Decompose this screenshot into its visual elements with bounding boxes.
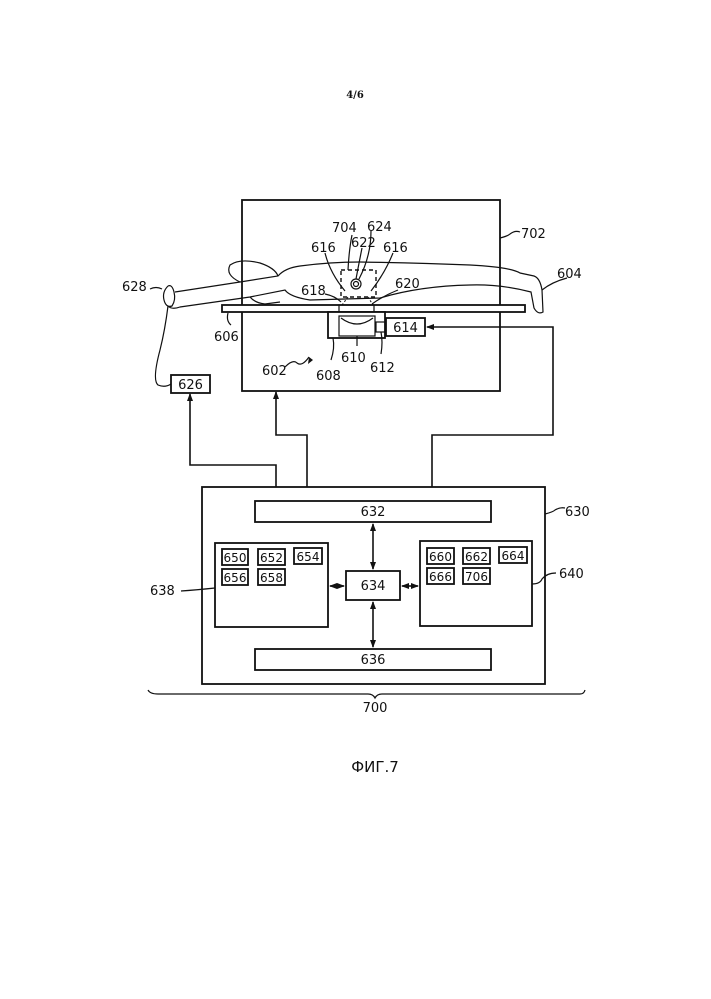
label-666: 666	[429, 570, 452, 584]
label-638: 638	[150, 584, 175, 599]
label-704: 704	[332, 221, 357, 236]
label-636: 636	[361, 653, 386, 668]
label-652: 652	[260, 551, 283, 565]
label-616-right: 616	[383, 241, 408, 256]
label-608: 608	[316, 369, 341, 384]
label-620: 620	[395, 277, 420, 292]
leader-702	[500, 231, 520, 238]
label-604: 604	[557, 267, 582, 282]
device-cable	[155, 306, 171, 386]
label-602: 602	[262, 364, 287, 379]
label-624: 624	[367, 220, 392, 235]
label-610: 610	[341, 351, 366, 366]
leader-630	[545, 508, 565, 514]
label-634: 634	[361, 579, 386, 594]
figure-caption: ФИГ.7	[351, 758, 399, 776]
label-662: 662	[465, 550, 488, 564]
label-706: 706	[465, 570, 488, 584]
label-660: 660	[429, 550, 452, 564]
label-664: 664	[502, 549, 525, 563]
page-number: 4/6	[346, 90, 364, 101]
label-654: 654	[297, 550, 320, 564]
label-626: 626	[178, 378, 203, 393]
label-614: 614	[393, 321, 418, 336]
label-640: 640	[559, 567, 584, 582]
label-616-left: 616	[311, 241, 336, 256]
label-700: 700	[363, 701, 388, 716]
label-656: 656	[224, 571, 247, 585]
leader-628	[150, 288, 162, 290]
label-658: 658	[260, 571, 283, 585]
label-650: 650	[224, 551, 247, 565]
label-630: 630	[565, 505, 590, 520]
link-626-632	[190, 394, 276, 497]
label-622: 622	[351, 236, 376, 251]
leader-606	[227, 313, 231, 325]
label-618: 618	[301, 284, 326, 299]
brace-700	[148, 690, 585, 698]
handheld-device	[164, 286, 175, 307]
label-632: 632	[361, 505, 386, 520]
label-702: 702	[521, 227, 546, 242]
link-frame-632	[276, 392, 307, 497]
label-612: 612	[370, 361, 395, 376]
label-628: 628	[122, 280, 147, 295]
label-606: 606	[214, 330, 239, 345]
